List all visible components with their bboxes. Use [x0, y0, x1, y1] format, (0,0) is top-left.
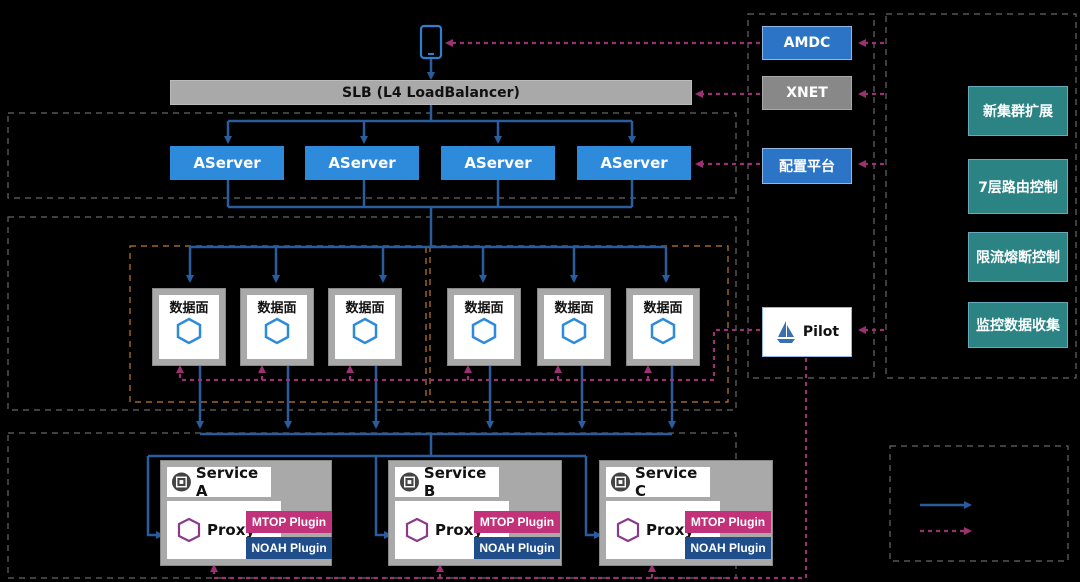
aserver-node: AServer: [441, 146, 555, 180]
config-platform-node: 配置平台: [762, 148, 852, 184]
hexagon-icon: [176, 317, 202, 345]
mtop-plugin: MTOP Plugin: [685, 511, 771, 533]
data-plane-label: 数据面: [643, 301, 683, 316]
data-plane: 数据面: [537, 288, 611, 366]
feature-l7-routing: 7层路由控制: [968, 159, 1068, 214]
hexagon-icon: [561, 317, 587, 345]
data-plane-label: 数据面: [554, 301, 594, 316]
noah-plugin: NOAH Plugin: [685, 537, 771, 559]
hexagon-icon: [352, 317, 378, 345]
aserver-node: AServer: [577, 146, 691, 180]
mtop-plugin: MTOP Plugin: [246, 511, 332, 533]
hexagon-icon: [650, 317, 676, 345]
chip-icon: [171, 472, 191, 492]
feature-monitoring: 监控数据收集: [968, 302, 1068, 348]
service-name: Service C: [635, 464, 698, 500]
service-name: Service A: [195, 464, 259, 500]
data-plane-label: 数据面: [464, 301, 504, 316]
data-plane: 数据面: [626, 288, 700, 366]
slb-load-balancer: SLB (L4 LoadBalancer): [170, 80, 692, 105]
data-plane: 数据面: [447, 288, 521, 366]
pilot-label: Pilot: [802, 324, 840, 340]
aserver-node: AServer: [305, 146, 419, 180]
hexagon-icon: [471, 317, 497, 345]
data-plane-label: 数据面: [257, 301, 297, 316]
xnet-node: XNET: [762, 76, 852, 110]
noah-plugin: NOAH Plugin: [474, 537, 560, 559]
feature-rate-limit: 限流熔断控制: [968, 232, 1068, 282]
service-name: Service B: [423, 464, 487, 500]
proxy-label: Proxy: [646, 521, 695, 539]
feature-cluster-expansion: 新集群扩展: [968, 86, 1068, 136]
hexagon-icon: [177, 517, 201, 543]
hexagon-icon: [405, 517, 429, 543]
data-plane: 数据面: [240, 288, 314, 366]
proxy-label: Proxy: [207, 521, 256, 539]
data-plane: 数据面: [152, 288, 226, 366]
amdc-node: AMDC: [762, 26, 852, 60]
sailboat-icon: [776, 321, 795, 343]
hexagon-icon: [616, 517, 640, 543]
data-plane-label: 数据面: [169, 301, 209, 316]
data-plane: 数据面: [328, 288, 402, 366]
chip-icon: [399, 472, 419, 492]
proxy-label: Proxy: [435, 521, 484, 539]
mtop-plugin: MTOP Plugin: [474, 511, 560, 533]
pilot-node: Pilot: [762, 307, 852, 357]
hexagon-icon: [264, 317, 290, 345]
phone-icon: [419, 24, 443, 60]
data-plane-label: 数据面: [345, 301, 385, 316]
aserver-node: AServer: [170, 146, 284, 180]
noah-plugin: NOAH Plugin: [246, 537, 332, 559]
chip-icon: [610, 472, 631, 492]
